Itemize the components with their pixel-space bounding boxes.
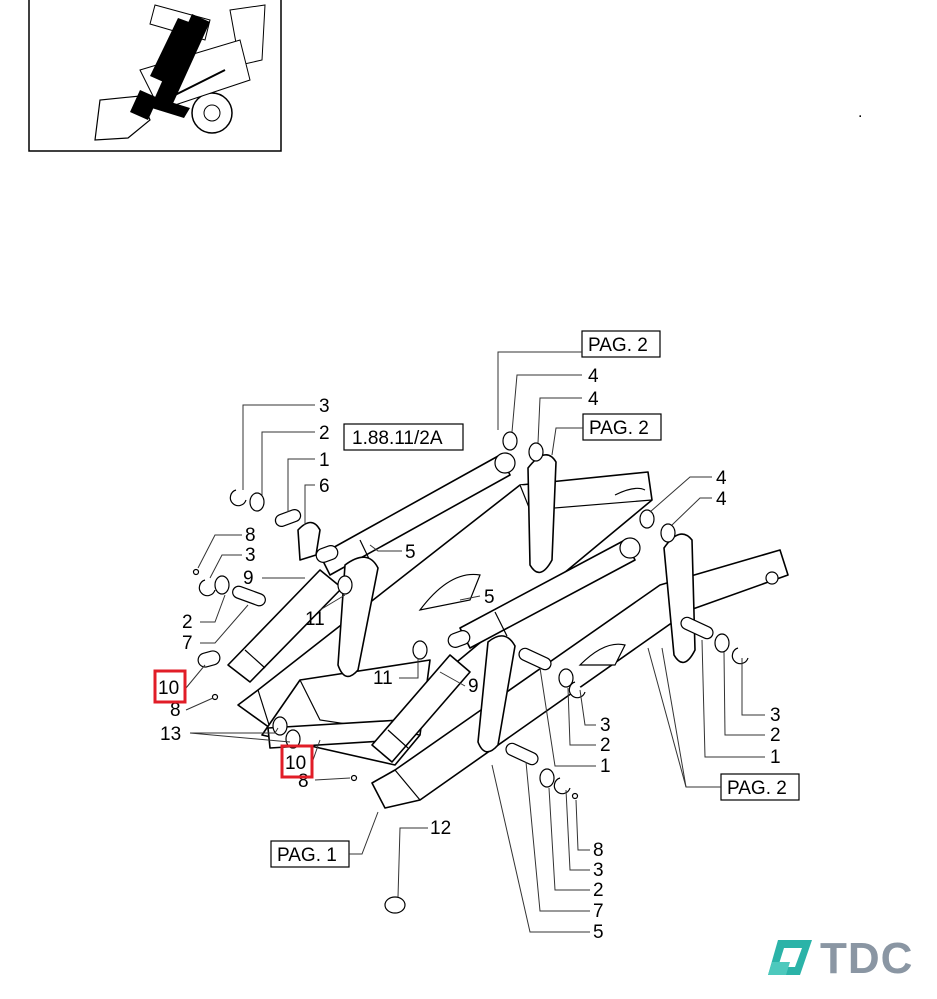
reference-box-pag2-mid[interactable]: PAG. 2 <box>582 413 662 441</box>
callout-2-b: 2 <box>593 880 604 901</box>
callout-4-d: 4 <box>716 489 727 510</box>
loader-boom-assembly <box>192 431 789 914</box>
callout-3-b: 3 <box>593 860 604 881</box>
callout-4-a: 4 <box>588 366 599 387</box>
callout-9-left: 9 <box>243 568 254 589</box>
callout-8-lower: 8 <box>170 700 181 721</box>
callout-5-right: 5 <box>484 587 495 608</box>
callout-8-left: 8 <box>245 525 256 546</box>
callout-5-mid: 5 <box>405 542 416 563</box>
svg-text:10: 10 <box>285 753 306 774</box>
callout-1-top: 1 <box>319 450 330 471</box>
callout-4-c: 4 <box>716 468 727 489</box>
pins <box>197 509 714 766</box>
callout-11-mid: 11 <box>373 668 393 689</box>
callout-8-b: 8 <box>593 840 604 861</box>
stray-dot: . <box>858 104 862 121</box>
washers <box>214 431 730 914</box>
callout-6: 6 <box>319 476 330 497</box>
leader-lines <box>185 351 765 933</box>
grease-nipples <box>192 568 579 800</box>
callout-5-b: 5 <box>593 922 604 943</box>
callout-1-right: 1 <box>770 747 781 768</box>
svg-text:10: 10 <box>158 678 179 699</box>
tdc-logo-icon <box>768 940 812 975</box>
callout-2-center: 2 <box>600 735 611 756</box>
callout-3-top: 3 <box>319 396 330 417</box>
callout-7-left: 7 <box>182 633 193 654</box>
callout-3-left: 3 <box>245 545 256 566</box>
reference-box-1-88-11-2a[interactable]: 1.88.11/2A <box>343 423 464 451</box>
callout-7-b: 7 <box>593 901 604 922</box>
callout-numbers: 3 2 1 6 8 3 9 2 7 11 5 5 11 9 8 13 8 4 4… <box>160 366 781 943</box>
callout-9-mid: 9 <box>468 676 479 697</box>
svg-text:1.88.11/2A: 1.88.11/2A <box>352 428 443 449</box>
highlighted-callout-10-mid[interactable]: 10 <box>280 744 314 779</box>
svg-text:PAG. 2: PAG. 2 <box>588 335 648 356</box>
svg-text:PAG. 1: PAG. 1 <box>277 845 337 866</box>
callout-2-right: 2 <box>770 725 781 746</box>
callout-8-bottom: 8 <box>298 771 309 792</box>
callout-2-left: 2 <box>182 612 193 633</box>
highlighted-callout-10-left[interactable]: 10 <box>153 669 187 704</box>
tdc-logo-text: TDC <box>820 934 913 983</box>
reference-box-pag2-top[interactable]: PAG. 2 <box>581 330 661 358</box>
callout-11-left: 11 <box>305 609 325 630</box>
callout-2-top: 2 <box>319 423 330 444</box>
reference-box-pag2-bottom[interactable]: PAG. 2 <box>720 773 800 801</box>
machine-thumbnail <box>28 0 282 152</box>
tdc-logo: TDC <box>768 934 913 983</box>
callout-13: 13 <box>160 724 181 745</box>
svg-text:PAG. 2: PAG. 2 <box>589 418 649 439</box>
callout-4-b: 4 <box>588 389 599 410</box>
callout-3-center: 3 <box>600 715 611 736</box>
callout-12: 12 <box>430 818 451 839</box>
callout-3-right: 3 <box>770 705 781 726</box>
reference-box-pag1[interactable]: PAG. 1 <box>270 840 350 868</box>
svg-text:PAG. 2: PAG. 2 <box>727 778 787 799</box>
callout-1-center: 1 <box>600 756 611 777</box>
circlips <box>198 489 749 795</box>
